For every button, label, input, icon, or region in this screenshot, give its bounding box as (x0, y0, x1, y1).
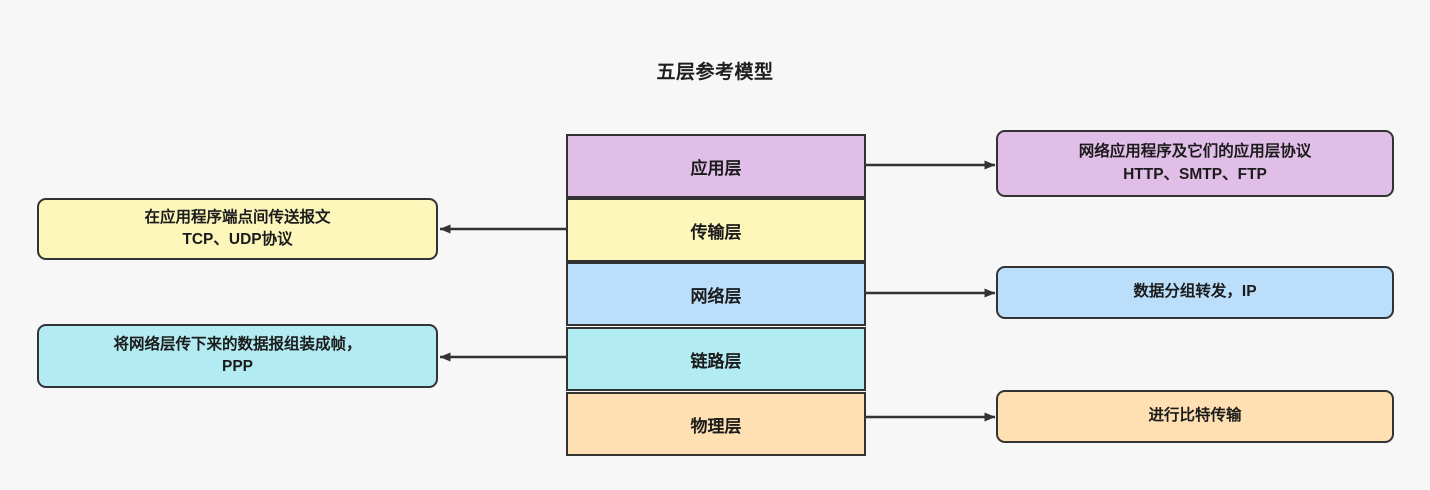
note-link[interactable]: 将网络层传下来的数据报组装成帧， PPP (37, 324, 438, 388)
note-transport[interactable]: 在应用程序端点间传送报文 TCP、UDP协议 (37, 198, 438, 260)
layer-link[interactable]: 链路层 (566, 327, 866, 391)
diagram-title: 五层参考模型 (656, 62, 774, 83)
layer-link-label: 链路层 (690, 351, 742, 371)
layer-physical[interactable]: 物理层 (566, 392, 866, 456)
note-physical[interactable]: 进行比特传输 (996, 390, 1394, 443)
note-network-text: 数据分组转发，IP (1133, 283, 1257, 301)
layer-network[interactable]: 网络层 (566, 262, 866, 326)
layer-application-label: 应用层 (690, 158, 742, 178)
note-application-text: 网络应用程序及它们的应用层协议 HTTP、SMTP、FTP (1078, 143, 1312, 183)
five-layer-stack: 应用层 传输层 网络层 链路层 物理层 (566, 134, 866, 456)
note-transport-text: 在应用程序端点间传送报文 TCP、UDP协议 (144, 208, 331, 248)
note-network[interactable]: 数据分组转发，IP (996, 266, 1394, 319)
note-physical-text: 进行比特传输 (1148, 407, 1242, 425)
layer-network-label: 网络层 (690, 286, 742, 306)
note-link-text: 将网络层传下来的数据报组装成帧， PPP (113, 335, 362, 375)
layer-transport-label: 传输层 (690, 222, 742, 242)
layer-transport[interactable]: 传输层 (566, 198, 866, 262)
layer-physical-label: 物理层 (690, 416, 742, 436)
note-application[interactable]: 网络应用程序及它们的应用层协议 HTTP、SMTP、FTP (996, 130, 1394, 197)
layer-application[interactable]: 应用层 (566, 134, 866, 198)
